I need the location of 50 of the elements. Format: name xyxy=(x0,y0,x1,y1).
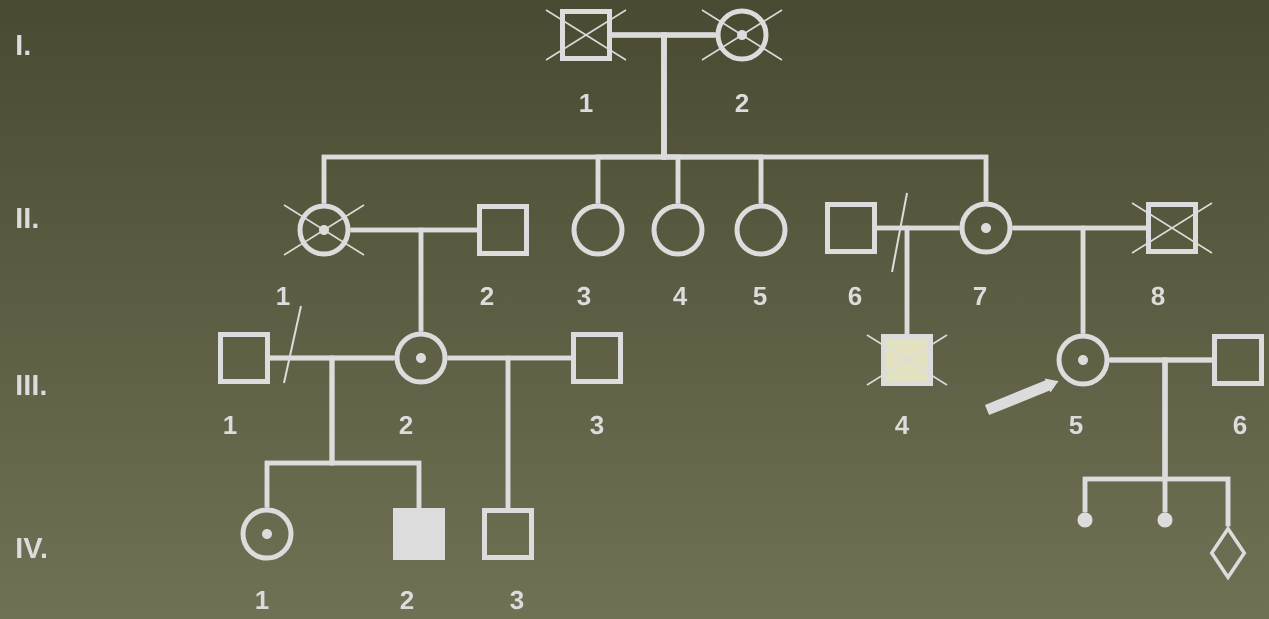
female-symbol xyxy=(283,203,365,257)
female-symbol xyxy=(959,201,1013,255)
descent-line xyxy=(505,355,571,508)
individual-number: 2 xyxy=(399,415,413,435)
individual-number: 2 xyxy=(735,93,749,113)
individual-number: 2 xyxy=(480,286,494,306)
individual-number: 7 xyxy=(973,287,987,305)
individual-number: 1 xyxy=(224,416,237,434)
individual-number: 1 xyxy=(580,94,593,112)
individual-number: 5 xyxy=(753,286,767,306)
individual-number: 4 xyxy=(673,287,688,305)
individual-number: 4 xyxy=(895,416,910,434)
individual-number: 3 xyxy=(510,590,524,610)
generation-label: I. xyxy=(17,35,30,55)
female-symbol xyxy=(1056,333,1110,387)
individual-number: 6 xyxy=(1233,415,1247,435)
male-symbol xyxy=(825,202,877,254)
individual-number: 1 xyxy=(277,287,290,305)
miscarriage-symbol xyxy=(1157,512,1173,528)
individual-number: 3 xyxy=(577,286,591,306)
male-symbol xyxy=(545,9,627,61)
miscarriage-symbol xyxy=(1077,512,1093,528)
female-symbol xyxy=(571,203,625,257)
descent-line xyxy=(904,225,960,334)
female-symbol xyxy=(240,507,294,561)
male-symbol xyxy=(482,508,534,560)
descent-line xyxy=(418,227,477,332)
individual-number: 2 xyxy=(400,590,414,610)
female-symbol xyxy=(734,203,788,257)
generation-label: II. xyxy=(17,208,38,228)
individual-number: 8 xyxy=(1151,286,1165,306)
male-symbol xyxy=(571,332,623,384)
female-symbol xyxy=(701,8,783,62)
individual-number: 3 xyxy=(590,415,604,435)
descent-line xyxy=(1162,357,1231,527)
male-symbol xyxy=(393,508,445,560)
male-symbol xyxy=(218,332,270,384)
male-symbol xyxy=(1212,334,1264,386)
male-symbol xyxy=(1131,202,1213,254)
generation-label: III. xyxy=(17,375,46,395)
male-symbol xyxy=(866,334,948,386)
female-symbol xyxy=(651,203,705,257)
individual-number: 1 xyxy=(256,591,269,609)
descent-line xyxy=(329,355,422,508)
individual-number: 5 xyxy=(1069,415,1083,435)
female-symbol xyxy=(394,331,448,385)
generation-label: IV. xyxy=(17,538,46,558)
male-symbol xyxy=(477,204,529,256)
descent-line xyxy=(1080,225,1146,334)
individual-number: 6 xyxy=(848,286,862,306)
